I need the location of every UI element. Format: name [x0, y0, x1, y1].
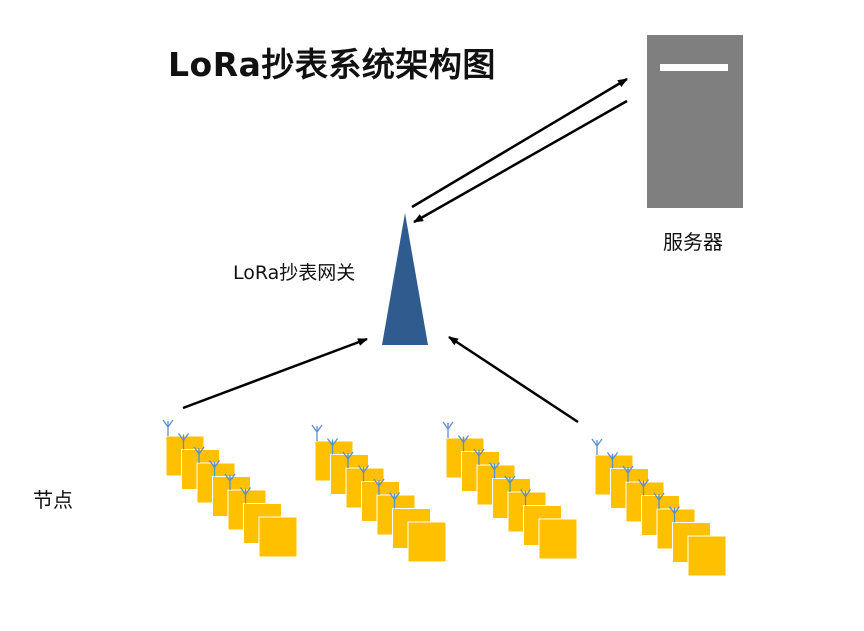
arrow-gateway-to-server [411, 77, 628, 209]
server-slot [660, 64, 728, 71]
antenna-icon [342, 451, 354, 468]
antenna-icon [622, 465, 634, 482]
antenna-icon [162, 419, 174, 436]
node-group-2 [311, 424, 447, 563]
server-body [647, 35, 743, 208]
antenna-icon [208, 460, 221, 477]
antenna-icon [653, 492, 665, 509]
antenna-icon [488, 462, 501, 479]
antenna-icon [326, 438, 339, 455]
arrow-server-to-gateway [413, 99, 628, 224]
antenna-icon [177, 433, 190, 450]
server-label: 服务器 [663, 230, 723, 254]
node-groups [162, 419, 727, 577]
node-device [407, 521, 447, 563]
antenna-icon [239, 487, 252, 504]
antenna-icon [388, 492, 401, 509]
antenna-icon [668, 506, 681, 523]
antenna-icon [442, 421, 454, 438]
node-label: 节点 [33, 488, 73, 512]
arrow-node-group-4-to-gateway [448, 335, 579, 424]
antenna-icon [311, 424, 323, 441]
gateway-label: LoRa抄表网关 [233, 262, 356, 284]
arrow-node-group-1-to-gateway [182, 337, 368, 410]
antenna-icon [606, 452, 619, 469]
antenna-icon [504, 475, 516, 492]
antenna-icon [193, 446, 205, 463]
gateway-icon [382, 213, 428, 345]
antenna-icon [224, 473, 236, 490]
antenna-icon [457, 435, 470, 452]
antenna-icon [519, 489, 532, 506]
node-device [538, 518, 578, 560]
antenna-icon [373, 478, 385, 495]
antenna-icon [591, 438, 603, 455]
diagram-title: LoRa抄表系统架构图 [168, 45, 496, 84]
antenna-icon [357, 465, 370, 482]
node-device [258, 516, 298, 558]
server-icon [647, 35, 743, 208]
antenna-icon [473, 448, 485, 465]
node-group-1 [162, 419, 298, 558]
node-device [687, 535, 727, 577]
node-group-3 [442, 421, 578, 560]
antenna-icon [637, 479, 650, 496]
node-group-4 [591, 438, 727, 577]
